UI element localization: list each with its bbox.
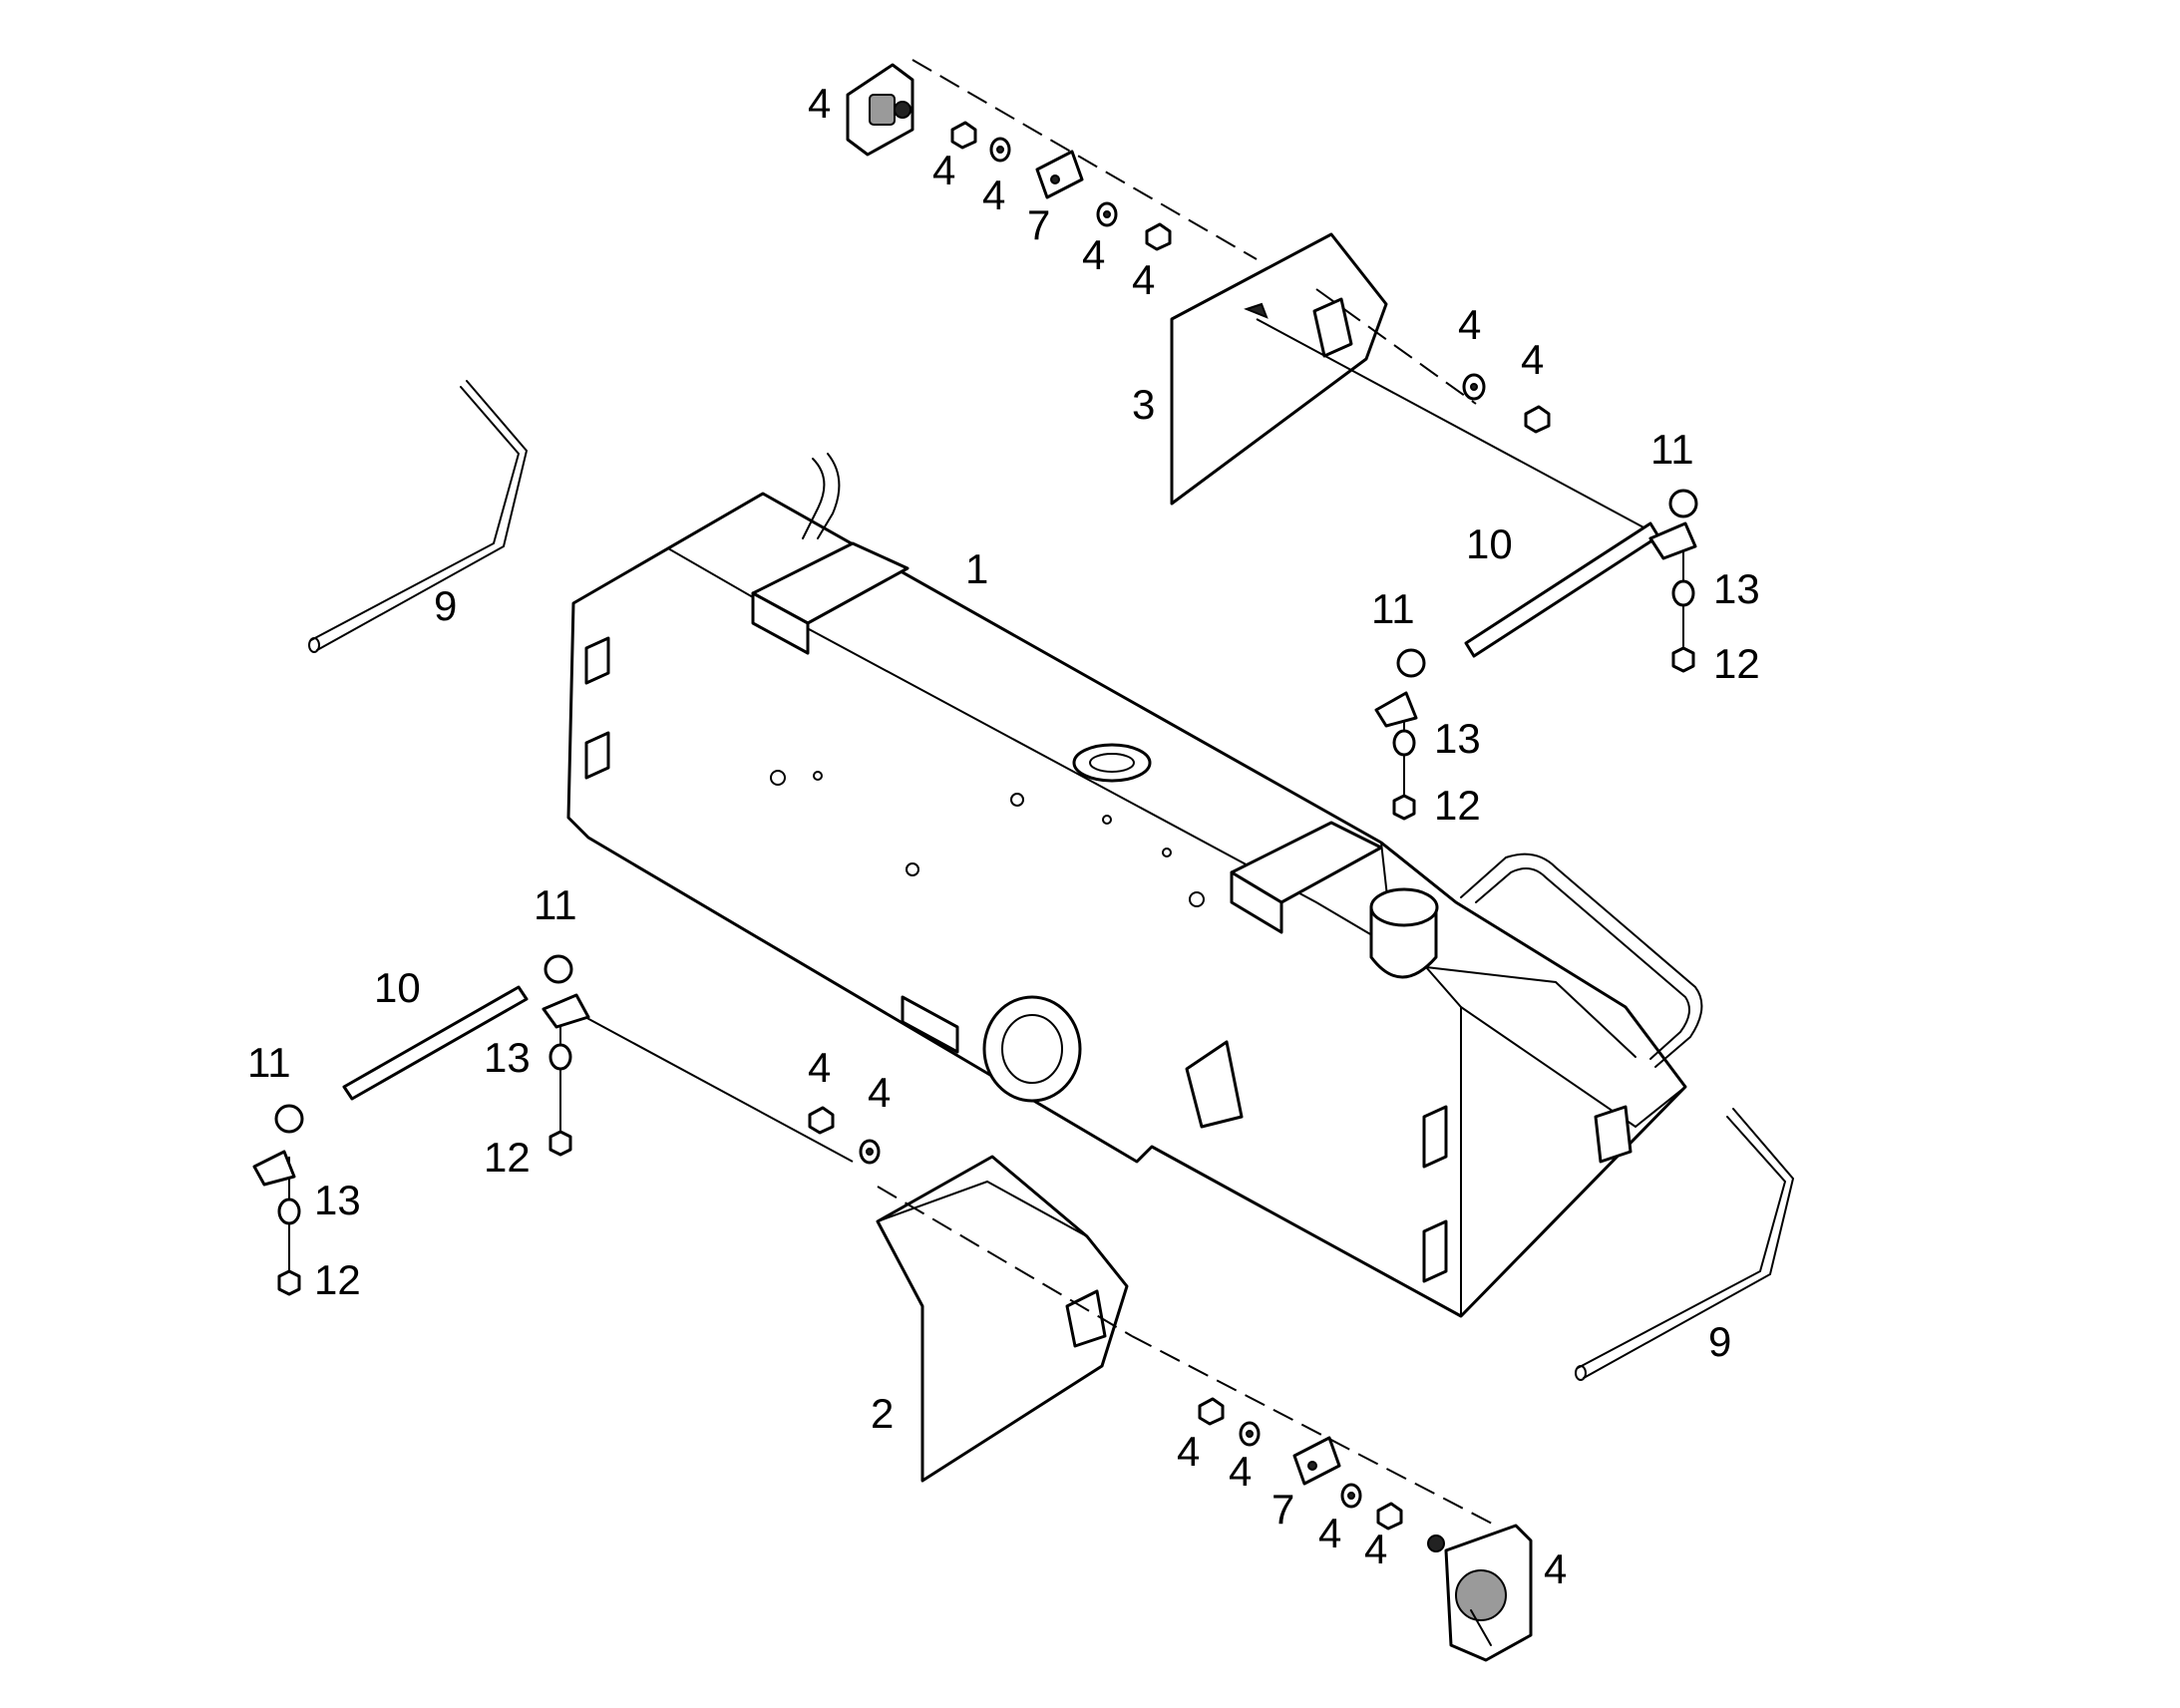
callout-label: 3 — [1132, 381, 1155, 428]
callout-label: 4 — [808, 1044, 831, 1091]
callout-label: 11 — [534, 881, 577, 928]
callout-label: 4 — [1318, 1510, 1341, 1556]
callout-label: 7 — [1272, 1486, 1294, 1533]
upper-hardware — [846, 63, 1551, 434]
callout-labels: 4 4 4 7 4 4 4 4 3 11 10 11 13 12 13 12 9… — [247, 80, 1760, 1592]
callout-label: 4 — [982, 171, 1005, 218]
callout-label: 10 — [374, 964, 421, 1011]
callout-label: 7 — [1027, 201, 1050, 248]
linkage-right — [1374, 489, 1698, 821]
callout-label: 4 — [1364, 1526, 1387, 1572]
callout-label: 4 — [1544, 1545, 1567, 1592]
main-frame — [566, 453, 1703, 1318]
callout-label: 13 — [314, 1177, 361, 1223]
callout-label: 9 — [434, 582, 457, 629]
callout-label: 12 — [1713, 640, 1760, 687]
callout-label: 4 — [1458, 301, 1481, 348]
cover-plate-lower — [876, 1155, 1129, 1483]
callout-label: 13 — [484, 1034, 531, 1081]
callout-label: 13 — [1713, 565, 1760, 612]
callout-label: 4 — [868, 1069, 891, 1116]
callout-label: 4 — [808, 80, 831, 127]
callout-label: 11 — [1371, 585, 1415, 632]
callout-label: 12 — [1434, 782, 1481, 829]
callout-label: 11 — [247, 1039, 291, 1086]
callout-label: 4 — [932, 147, 955, 193]
rod-lower-right — [1575, 1108, 1795, 1381]
lower-hardware — [808, 1106, 1533, 1662]
callout-label: 11 — [1650, 426, 1694, 473]
callout-label: 4 — [1229, 1448, 1252, 1495]
callout-label: 12 — [484, 1134, 531, 1181]
callout-label: 1 — [965, 545, 988, 592]
callout-label: 13 — [1434, 715, 1481, 762]
callout-label: 4 — [1177, 1428, 1200, 1475]
callout-label: 9 — [1708, 1318, 1731, 1365]
linkage-left — [252, 954, 590, 1296]
callout-label: 4 — [1521, 336, 1544, 383]
callout-label: 4 — [1132, 256, 1155, 303]
callout-label: 12 — [314, 1256, 361, 1303]
rod-upper-left — [308, 380, 529, 653]
callout-label: 4 — [1082, 231, 1105, 278]
callout-label: 2 — [871, 1390, 894, 1437]
cover-plate-upper — [1170, 232, 1388, 506]
callout-label: 10 — [1466, 520, 1513, 567]
